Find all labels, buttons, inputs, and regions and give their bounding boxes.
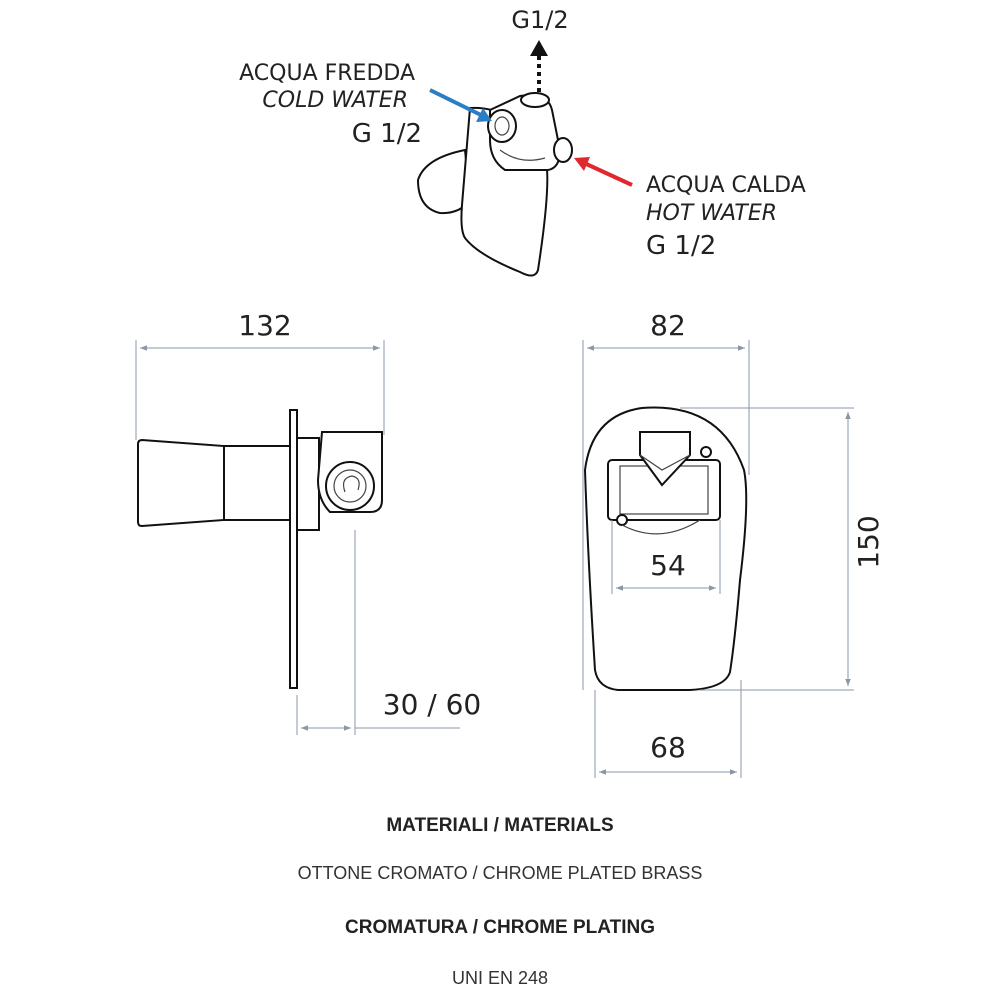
- cold-inlet: [487, 109, 517, 143]
- side-inlet-outer: [325, 461, 375, 511]
- hot-thread: G 1/2: [646, 231, 716, 261]
- side-wall-plate: [289, 409, 298, 689]
- dim-side-length: 132: [238, 309, 291, 342]
- hot-inlet: [553, 137, 573, 163]
- front-body-curve: [621, 519, 701, 535]
- front-bolt-right: [700, 446, 712, 458]
- front-view: 82 54 150 68: [582, 309, 885, 778]
- cold-arrow-head: [476, 108, 492, 122]
- cold-inlet-bore: [494, 116, 510, 136]
- body-contour: [499, 149, 546, 161]
- plating-title: CROMATURA / CHROME PLATING: [345, 917, 655, 938]
- front-outlet: [639, 431, 691, 487]
- side-spindle-body: [223, 445, 291, 521]
- side-valve-neck: [296, 437, 320, 531]
- front-bolt-left: [616, 514, 628, 526]
- outlet-port: [520, 92, 550, 108]
- hot-arrow-head: [574, 157, 590, 171]
- plating-text: UNI EN 248: [451, 968, 549, 988]
- isometric-view: G1/2 ACQUA FREDDA COLD WATER G 1/2 ACQUA…: [239, 6, 806, 277]
- hot-label-en: HOT WATER: [646, 201, 777, 226]
- dim-front-width: 82: [650, 309, 686, 342]
- hot-label-it: ACQUA CALDA: [646, 173, 806, 198]
- dim-side-depth: 30 / 60: [383, 688, 482, 721]
- cold-arrow: [429, 88, 486, 119]
- side-inlet-detail: [342, 475, 360, 493]
- knob: [416, 148, 472, 215]
- side-view: 132 30 / 60: [135, 309, 482, 735]
- dim-base-width: 68: [650, 731, 686, 764]
- outlet-arrow-head: [530, 40, 548, 56]
- side-knob: [137, 438, 225, 528]
- cold-label-it: ACQUA FREDDA: [239, 61, 415, 86]
- dim-body-width: 54: [650, 549, 686, 582]
- outlet-label: G1/2: [511, 6, 568, 34]
- hot-arrow: [581, 160, 633, 187]
- front-outlet-edge: [639, 454, 691, 471]
- cold-label-en: COLD WATER: [262, 88, 408, 113]
- materials-title: MATERIALI / MATERIALS: [386, 815, 614, 836]
- materials-text: OTTONE CROMATO / CHROME PLATED BRASS: [297, 863, 703, 883]
- dim-front-height: 150: [852, 515, 885, 568]
- side-inlet-inner: [333, 469, 367, 503]
- cold-thread: G 1/2: [352, 119, 422, 149]
